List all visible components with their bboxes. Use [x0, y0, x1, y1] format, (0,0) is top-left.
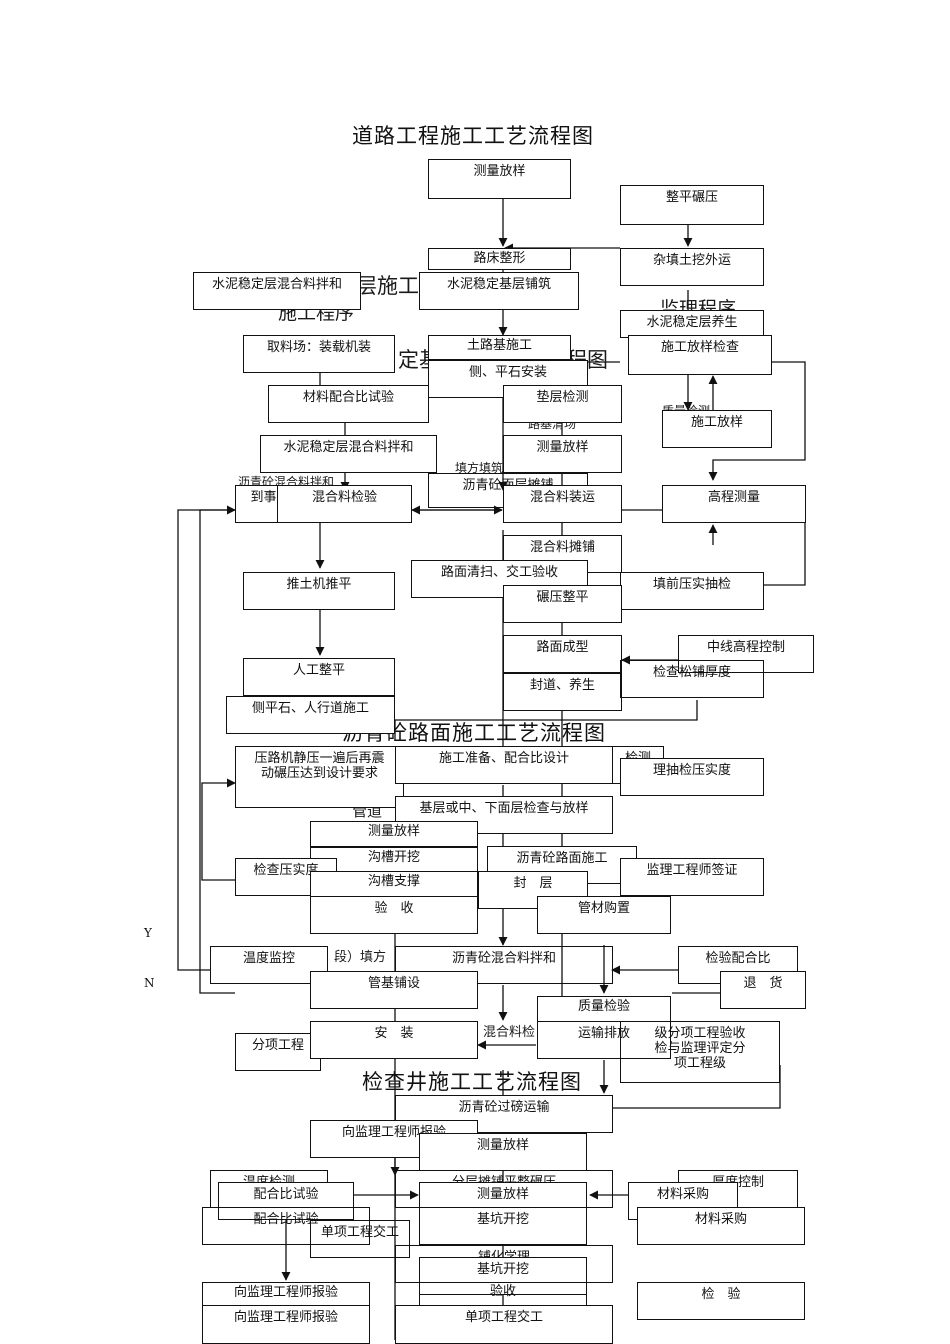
flow-step-trench-support: 沟槽支撑	[310, 871, 478, 897]
flow-step-centerline-control: 中线高程控制	[678, 635, 814, 673]
road-flowchart-title: 道路工程施工工艺流程图	[352, 124, 594, 148]
flow-step-construction-layout: 施工放样	[662, 410, 772, 448]
flow-step-haul-fill: 杂填土挖外运	[620, 248, 764, 286]
flow-step-supervisor-sign: 监理工程师签证	[620, 858, 764, 896]
flow-step-mix-test-2: 配合比试验	[202, 1207, 370, 1245]
flow-step-return-goods: 退 货	[720, 971, 806, 1009]
flow-step-pipe-bedding: 管基铺设	[310, 971, 478, 1009]
yes-label: Y	[144, 926, 152, 940]
flow-step-temperature-monitor: 温度监控	[210, 946, 328, 984]
flow-step-installation: 安 装	[310, 1021, 478, 1059]
flow-step-measure-layout-2: 测量放样	[503, 435, 622, 473]
flow-step-inspection: 检 验	[637, 1282, 805, 1320]
flow-step-quality-inspection: 质量检验	[537, 996, 671, 1022]
flow-step-project-handover-2: 单项工程交工	[395, 1305, 613, 1344]
well-flowchart-title: 检查井施工工艺流程图	[362, 1070, 582, 1094]
flow-step-cement-mix-2: 水泥稳定层混合料拌和	[260, 435, 437, 473]
asphalt-flowchart-title: 沥青砼路面施工工艺流程图	[342, 721, 606, 745]
flow-step-subgrade-shaping: 路床整形	[428, 248, 571, 270]
flow-step-cushion-check: 垫层检测	[503, 385, 622, 423]
flow-step-measure-layout-4: 测量放样	[419, 1133, 587, 1171]
flow-step-acceptance: 验 收	[310, 896, 478, 934]
flow-step-pit-excavation-1: 基坑开挖	[419, 1207, 587, 1245]
ghost-mix-check: 混合料检	[483, 1025, 536, 1040]
flow-step-prep-mix-design: 施工准备、配合比设计	[395, 746, 613, 784]
flow-step-rolling-finish: 碾压整平	[503, 585, 622, 623]
flow-step-check-acceptance: 验收	[419, 1282, 587, 1306]
flow-step-project-handover-1: 单项工程交工	[310, 1220, 410, 1258]
flow-step-check-thickness: 检查松铺厚度	[620, 660, 764, 698]
flow-step-elevation-survey: 高程测量	[662, 485, 806, 523]
flow-step-close-curing: 封道、养生	[503, 673, 622, 711]
flow-step-subgrade-construction: 土路基施工	[428, 335, 571, 360]
no-label: N	[144, 976, 155, 990]
flow-step-mix-test-1: 配合比试验	[218, 1182, 354, 1220]
flow-step-compaction-check: 理抽检压实度	[620, 758, 764, 796]
flow-step-pre-fill-check: 填前压实抽检	[620, 572, 764, 610]
flow-step-layout-check: 施工放样检查	[628, 335, 772, 375]
flow-step-trench-excavation: 沟槽开挖	[310, 847, 478, 873]
flow-step-report-supervisor-3: 向监理工程师报验	[202, 1305, 370, 1344]
flow-step-borrow-loading: 取料场：装载机装	[243, 335, 395, 373]
flow-step-road-formed: 路面成型	[503, 635, 622, 673]
flow-step-material-purchase-2: 材料采购	[637, 1207, 805, 1245]
flow-step-measure-layout-3: 测量放样	[310, 821, 478, 847]
flow-step-manual-leveling: 人工整平	[243, 658, 395, 696]
flow-step-cement-mix-1: 水泥稳定层混合料拌和	[193, 272, 361, 310]
flow-step-sub-item: 分项工程	[235, 1033, 321, 1071]
flow-step-cement-base-paving: 水泥稳定基层铺筑	[419, 272, 579, 310]
flow-step-level-compact: 整平碾压	[620, 185, 764, 225]
ghost-fill: 填方填筑	[455, 461, 504, 475]
flow-step-transport-discharge: 运输排放	[537, 1021, 671, 1059]
flow-step-cement-curing: 水泥稳定层养生	[620, 310, 764, 338]
flow-step-mix-inspection: 混合料检验	[277, 485, 412, 523]
flow-step-subitem-acceptance: 级分项工程验收 检与监理评定分 项工程级	[620, 1021, 780, 1083]
flow-step-bulldozer-leveling: 推土机推平	[243, 572, 395, 610]
flow-step-curb-sidewalk: 侧平石、人行道施工	[226, 696, 395, 734]
flow-step-pipe-purchase: 管材购置	[537, 896, 671, 934]
flow-step-measure-layout: 测量放样	[428, 159, 571, 199]
flow-step-asphalt-mixing: 沥青砼混合料拌和	[395, 946, 613, 984]
flow-step-mix-transport: 混合料装运	[503, 485, 622, 523]
flow-step-roller-compaction: 压路机静压一遍后再震 动碾压达到设计要求	[235, 746, 404, 808]
ghost-section-fill: 段）填方	[334, 950, 387, 965]
flow-step-material-test: 材料配合比试验	[268, 385, 429, 423]
flow-step-pit-excavation-2: 基坑开挖	[419, 1257, 587, 1295]
